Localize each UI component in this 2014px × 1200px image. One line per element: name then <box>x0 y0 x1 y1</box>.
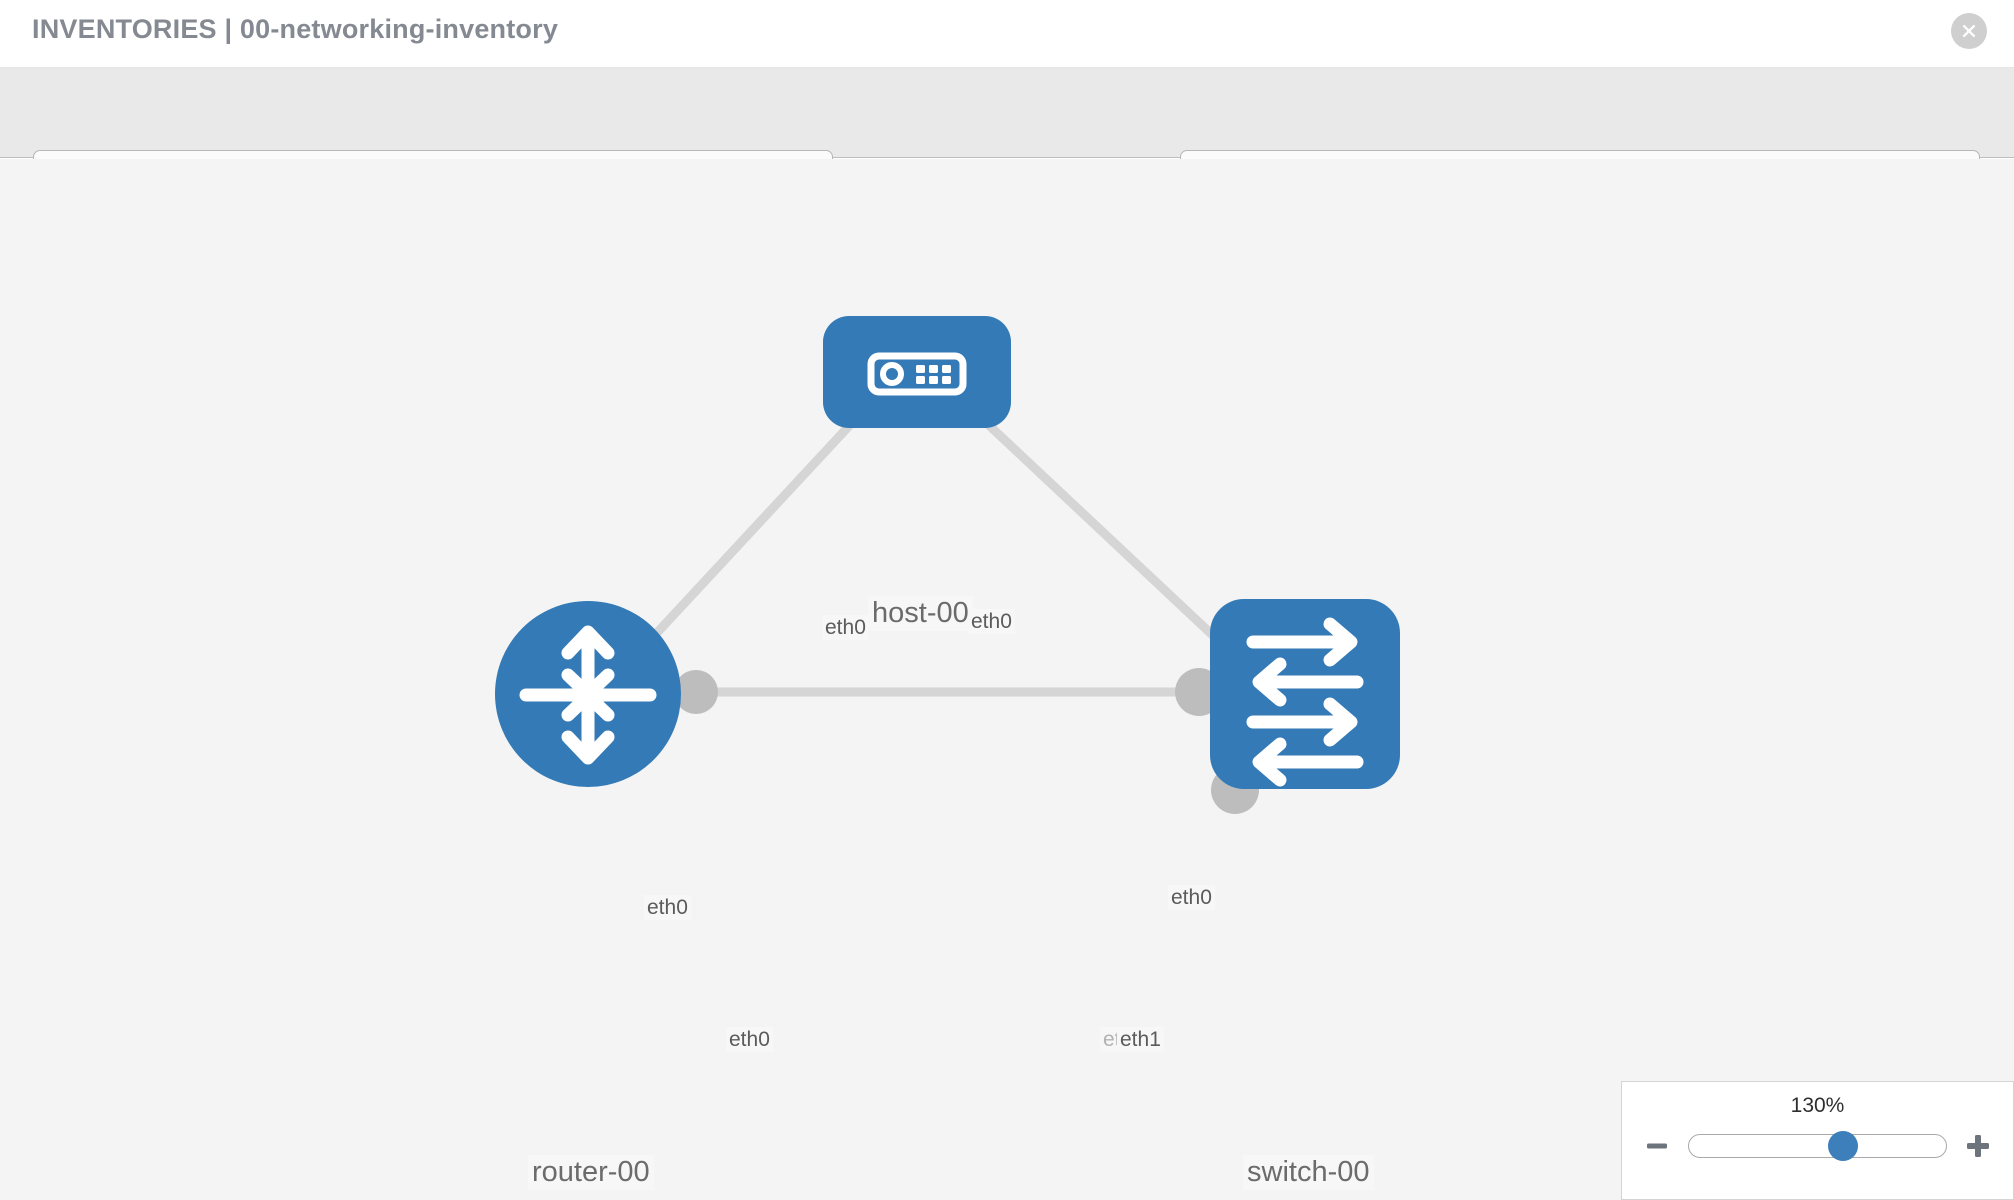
close-icon[interactable] <box>1951 13 1987 49</box>
zoom-slider[interactable] <box>1688 1131 1947 1161</box>
node-label-router-00: router-00 <box>528 1155 654 1190</box>
interface-label-router-right: eth0 <box>726 1027 773 1052</box>
node-label-host-00: host-00 <box>868 596 973 631</box>
interface-label-host-right: eth0 <box>968 609 1015 634</box>
link-host-switch <box>940 379 1243 664</box>
zoom-slider-row <box>1622 1126 2013 1166</box>
plus-icon[interactable] <box>1961 1129 1995 1163</box>
interface-label-host-left: eth0 <box>822 615 869 640</box>
endpoint-handle <box>674 670 718 714</box>
node-label-switch-00: switch-00 <box>1243 1155 1374 1190</box>
page-title: INVENTORIES | 00-networking-inventory <box>32 14 559 44</box>
topology-canvas[interactable]: host-00 router-00 switch-00 eth0 eth0 et… <box>0 159 2014 1200</box>
topology-graph <box>495 316 1400 814</box>
node-router-00[interactable] <box>495 601 681 787</box>
zoom-slider-thumb[interactable] <box>1828 1131 1859 1161</box>
minus-icon[interactable] <box>1640 1129 1674 1163</box>
interface-label-switch-up: eth0 <box>1168 885 1215 910</box>
node-switch-00[interactable] <box>1210 599 1400 789</box>
zoom-level-value: 130% <box>1790 1094 1845 1117</box>
interface-label-switch-left-front: eth1 <box>1117 1027 1164 1052</box>
page-header: INVENTORIES | 00-networking-inventory <box>0 0 2014 68</box>
toolbar: ACTIONS SEARCH <box>0 68 2014 202</box>
zoom-control-panel: 130% <box>1621 1081 2014 1200</box>
link-host-router <box>623 379 893 669</box>
node-host-00[interactable] <box>823 316 1011 428</box>
interface-label-router-up: eth0 <box>644 895 691 920</box>
